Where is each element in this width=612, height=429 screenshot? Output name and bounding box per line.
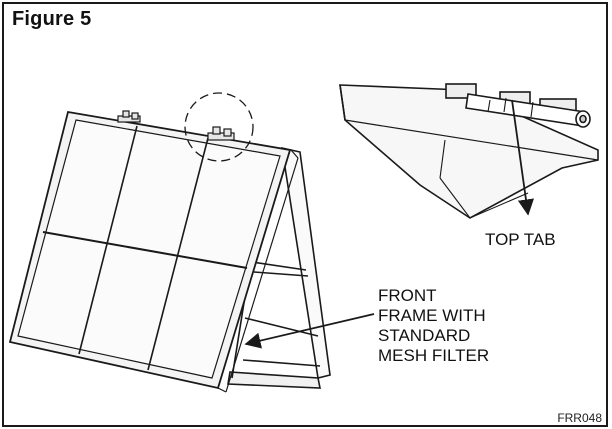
top-tab-small <box>117 110 141 123</box>
front-filter-frame <box>8 110 299 393</box>
front-frame-label: FRONT FRAME WITH STANDARD MESH FILTER <box>378 286 489 366</box>
front-frame-arrow <box>244 313 375 349</box>
drawing-code: FRR048 <box>557 411 602 425</box>
top-tab-arrow <box>511 99 534 216</box>
front-frame-label-line: STANDARD <box>378 326 471 345</box>
top-tab-label: TOP TAB <box>485 230 556 249</box>
front-frame-label-line: MESH FILTER <box>378 346 490 365</box>
detail-circle <box>184 92 254 162</box>
top-tab-detail <box>339 83 599 219</box>
top-tab-small <box>207 126 235 141</box>
front-frame-label-line: FRONT <box>378 286 437 305</box>
figure-title: Figure 5 <box>12 8 92 30</box>
front-frame-label-line: FRAME WITH <box>378 306 486 325</box>
